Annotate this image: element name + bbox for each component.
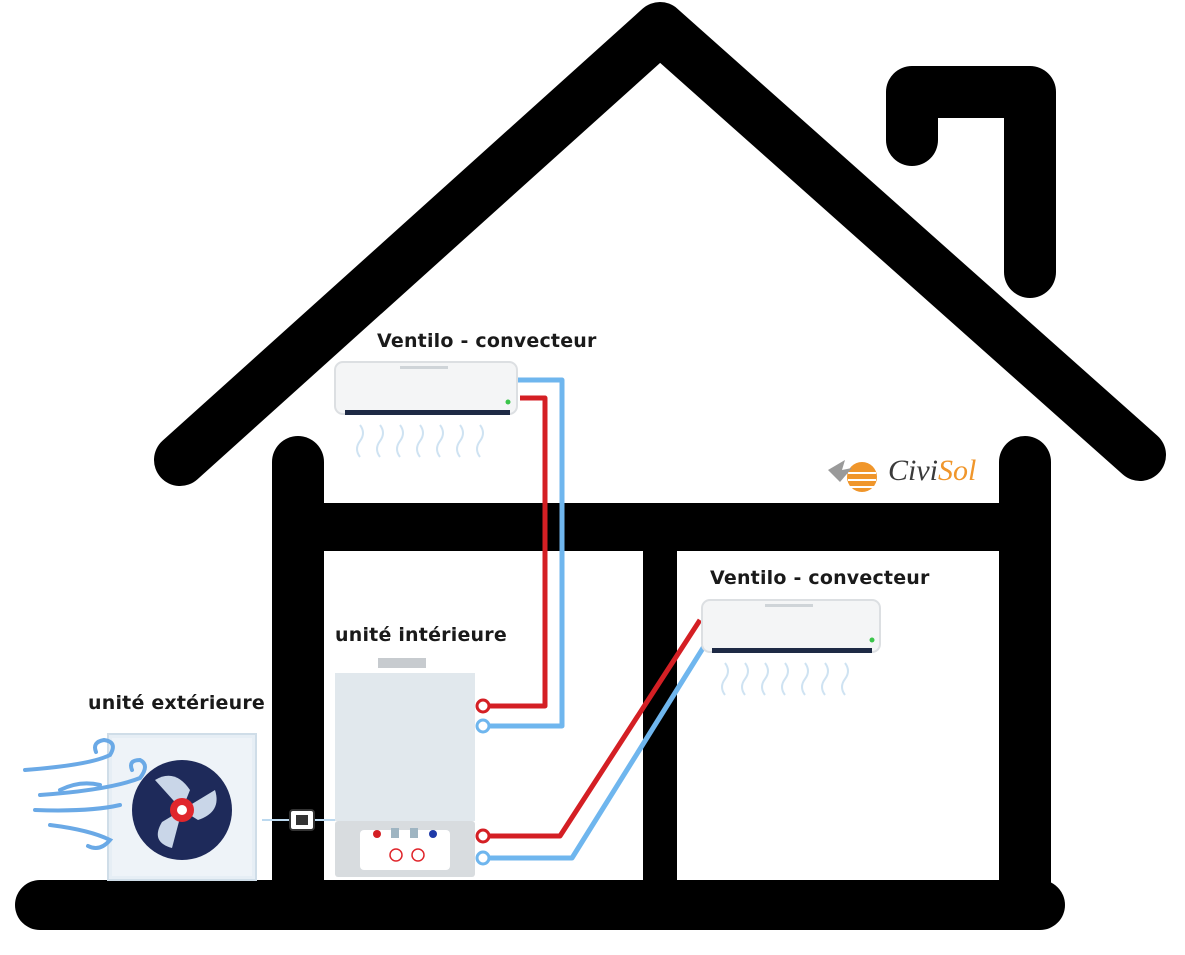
hot-pipe-right — [490, 618, 703, 839]
connection-box — [262, 809, 335, 831]
civisol-logo-icon — [828, 460, 877, 492]
logo-text-part2: Sol — [938, 454, 977, 487]
outdoor-unit-label: unité extérieure — [88, 692, 266, 714]
cold-pipe-upper — [490, 377, 565, 729]
fan-coil-label-upper: Ventilo - convecteur — [377, 330, 597, 352]
chimney-outline — [886, 66, 1056, 298]
hot-pipe-upper — [490, 395, 548, 709]
fan-coil-unit-upper — [334, 361, 518, 458]
civisol-logo-text: CiviSol — [888, 454, 976, 488]
logo-text-part1: Civi — [888, 454, 938, 487]
roof-outline — [154, 2, 1166, 486]
outdoor-unit — [107, 733, 257, 881]
wind-icon — [23, 737, 147, 850]
cold-pipe-right — [490, 638, 711, 861]
fan-coil-unit-right — [701, 599, 881, 696]
indoor-unit-label: unité intérieure — [335, 624, 507, 646]
ceiling-beam — [298, 503, 1025, 551]
fan-coil-label-right: Ventilo - convecteur — [710, 567, 930, 589]
indoor-unit — [335, 658, 491, 877]
